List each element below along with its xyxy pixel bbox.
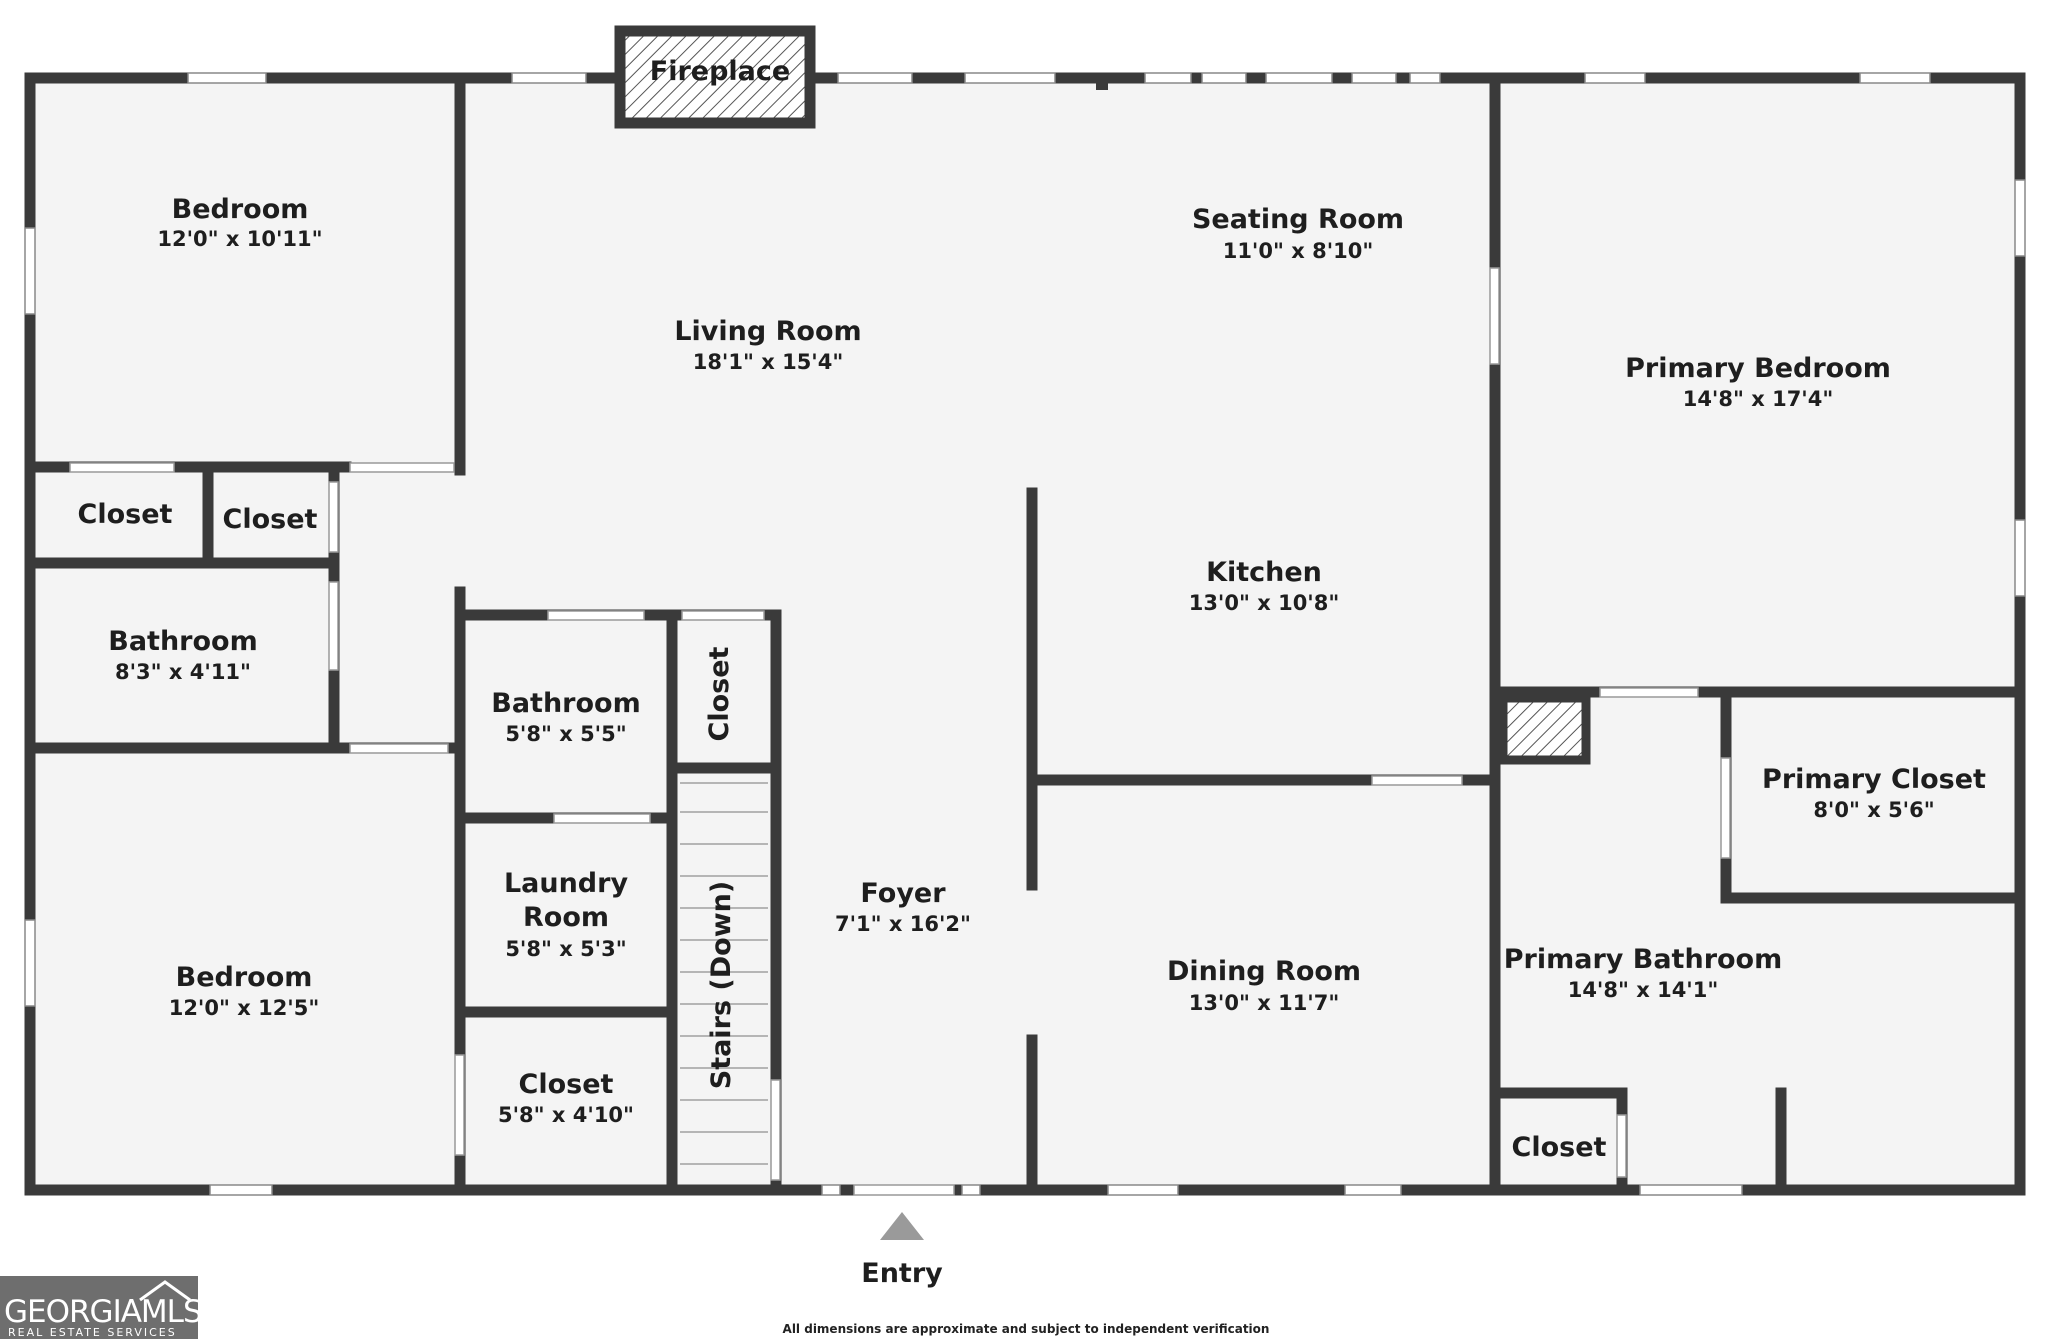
- windows: [24, 72, 2026, 1196]
- primary-bathroom-dim: 14'8" x 14'1": [1568, 978, 1719, 1002]
- logo-sub-text: REAL ESTATE SERVICES: [8, 1326, 177, 1339]
- fireplace-label: Fireplace: [650, 56, 790, 87]
- seating-room-name: Seating Room: [1192, 204, 1404, 235]
- kitchen-name: Kitchen: [1206, 557, 1322, 588]
- primary-bathroom-name: Primary Bathroom: [1504, 944, 1783, 975]
- bathroom-2-dim: 5'8" x 5'5": [505, 722, 626, 746]
- logo-main-text: GEORGIAMLS: [4, 1294, 202, 1330]
- laundry-room-dim: 5'8" x 5'3": [505, 937, 626, 961]
- bathroom-1-name: Bathroom: [108, 626, 257, 657]
- thermostat: [1096, 78, 1108, 90]
- entry-arrow-icon: [880, 1212, 924, 1240]
- bathroom-1-dim: 8'3" x 4'11": [115, 660, 251, 684]
- bedroom-1-name: Bedroom: [172, 194, 309, 225]
- entry-label: Entry: [861, 1258, 943, 1289]
- living-room-name: Living Room: [674, 316, 861, 347]
- laundry-room-name-1: Laundry: [504, 868, 629, 899]
- foyer-name: Foyer: [860, 878, 946, 909]
- stairs-label: Stairs (Down): [706, 881, 737, 1089]
- living-room-dim: 18'1" x 15'4": [693, 350, 844, 374]
- floor-area: [30, 78, 2020, 1190]
- closet-3-name: Closet: [704, 646, 735, 741]
- disclaimer-text: All dimensions are approximate and subje…: [783, 1322, 1270, 1336]
- seating-room-dim: 11'0" x 8'10": [1223, 239, 1374, 263]
- bedroom-2-dim: 12'0" x 12'5": [169, 996, 320, 1020]
- dining-room-dim: 13'0" x 11'7": [1189, 991, 1340, 1015]
- bathroom-2-name: Bathroom: [491, 688, 640, 719]
- georgia-mls-logo: GEORGIAMLS REAL ESTATE SERVICES: [0, 1276, 203, 1339]
- utility-chase: [1498, 693, 1591, 765]
- house-roof-icon: [139, 1280, 191, 1302]
- primary-closet-name: Primary Closet: [1762, 764, 1986, 795]
- laundry-room-name-2: Room: [523, 902, 609, 933]
- closet-4-dim: 5'8" x 4'10": [498, 1103, 634, 1127]
- closet-2-name: Closet: [223, 504, 318, 535]
- foyer-dim: 7'1" x 16'2": [835, 912, 971, 936]
- fireplace-box: [614, 25, 816, 129]
- doors: [69, 267, 1731, 1196]
- primary-bedroom-dim: 14'8" x 17'4": [1683, 387, 1834, 411]
- closet-1-name: Closet: [78, 499, 173, 530]
- kitchen-dim: 13'0" x 10'8": [1189, 591, 1340, 615]
- bedroom-2-name: Bedroom: [176, 962, 313, 993]
- stairs-treads: [680, 782, 768, 1165]
- primary-bedroom-name: Primary Bedroom: [1625, 353, 1891, 384]
- bedroom-1-dim: 12'0" x 10'11": [157, 227, 322, 251]
- dining-room-name: Dining Room: [1167, 956, 1361, 987]
- closet-5-name: Closet: [1512, 1132, 1607, 1163]
- primary-closet-dim: 8'0" x 5'6": [1813, 798, 1934, 822]
- closet-4-name: Closet: [519, 1069, 614, 1100]
